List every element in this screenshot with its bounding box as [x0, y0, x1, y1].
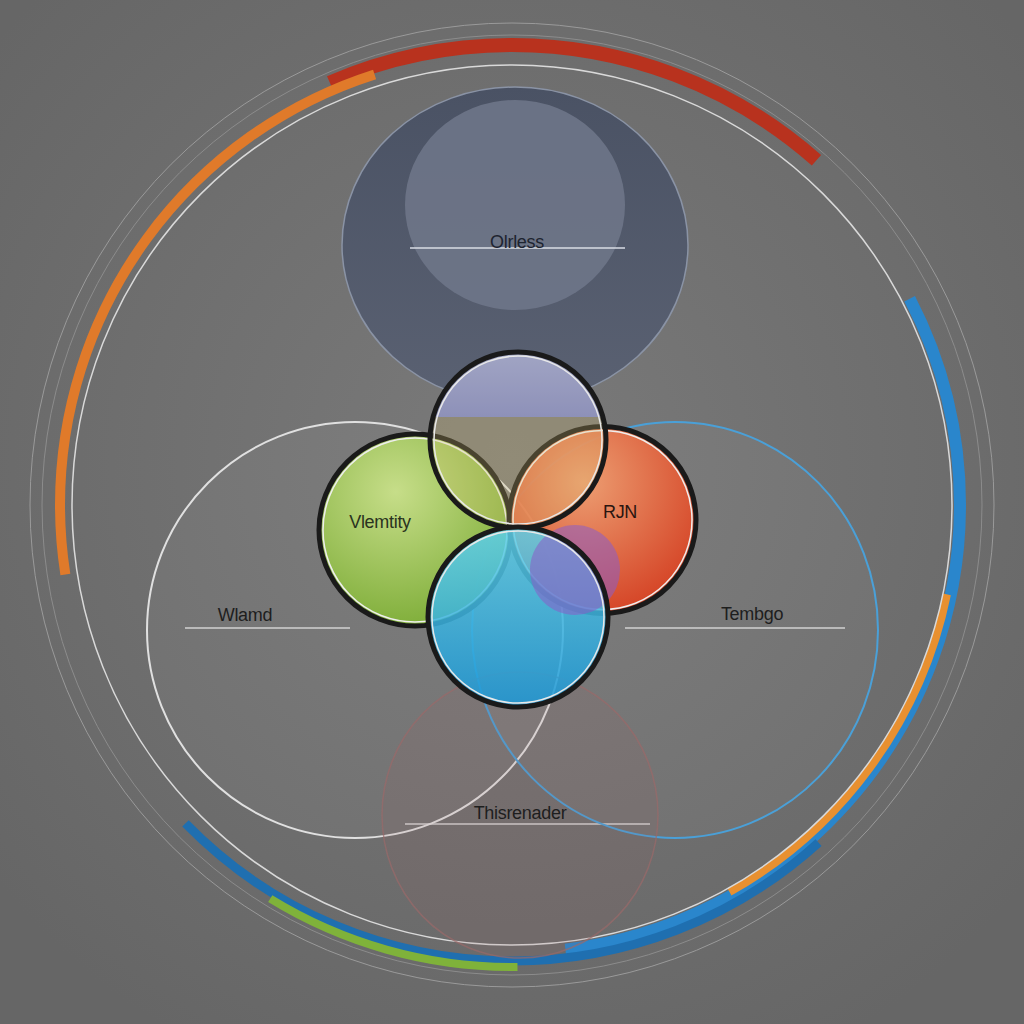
node-outline: [315, 425, 515, 635]
red-circle: RJN: [505, 420, 700, 620]
bottom-circle: Thisrenader: [380, 670, 660, 960]
node-label: Vlemtity: [349, 512, 411, 533]
node-label: Tembgo: [721, 604, 783, 625]
node-label: Thisrenader: [474, 803, 567, 824]
node-label: Wlamd: [218, 605, 273, 626]
green-circle: Vlemtity: [315, 425, 515, 635]
node-label: Olrless: [490, 232, 544, 253]
node-label: RJN: [603, 502, 637, 523]
top-circle: Olrless: [340, 85, 690, 405]
node-outline: [505, 420, 700, 620]
